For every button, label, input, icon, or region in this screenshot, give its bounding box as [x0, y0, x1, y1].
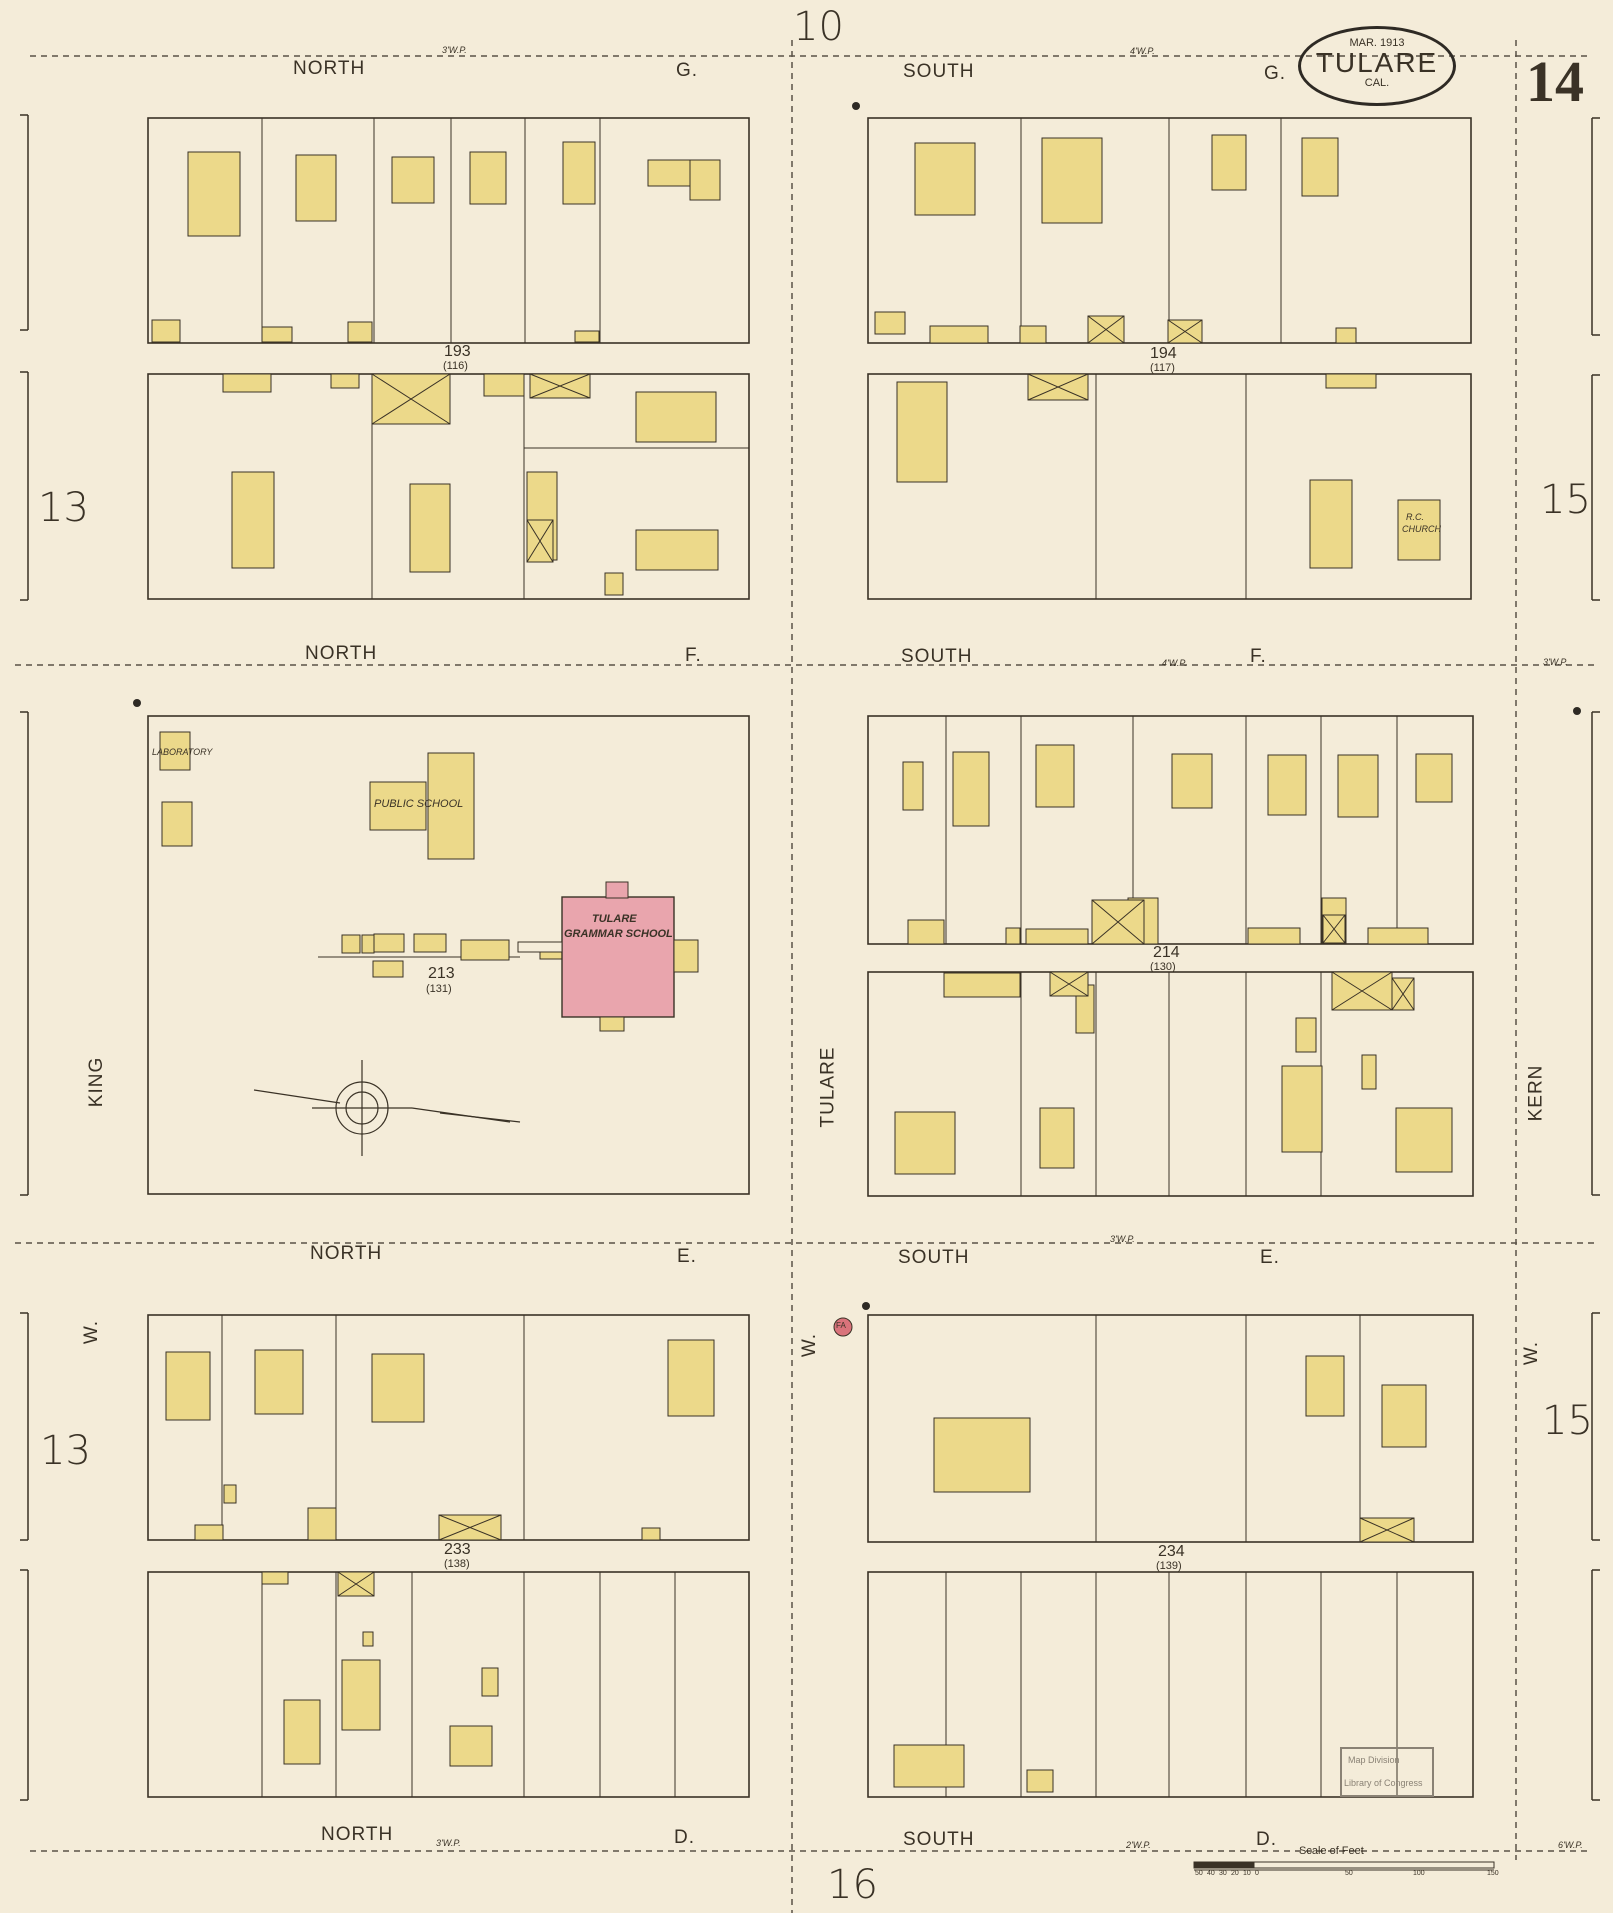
pipe-width-kern-south: 6'W.P.: [1558, 1840, 1583, 1850]
pipe-width-g-west: 3'W.P.: [442, 45, 467, 55]
block-234-old-number: (139): [1156, 1560, 1182, 1572]
street-south-e: SOUTH: [898, 1247, 970, 1268]
block-194-number: 194: [1150, 345, 1177, 362]
scale-title: Scale of Feet: [1299, 1845, 1364, 1857]
street-king: KING: [86, 1056, 108, 1108]
grammar-school-label-1: TULARE: [592, 913, 637, 925]
street-north-d: NORTH: [321, 1824, 394, 1845]
scale-tick-0: 0: [1255, 1870, 1259, 1877]
scale-tick-30: 30: [1219, 1870, 1227, 1877]
street-south-f: SOUTH: [901, 646, 973, 667]
street-tulare: TULARE: [817, 1046, 839, 1128]
pipe-width-f-kern: 3'W.P.: [1543, 657, 1568, 667]
library-stamp: [1340, 1747, 1434, 1797]
pipe-width-d-west: 3'W.P.: [436, 1838, 461, 1848]
block-214-old-number: (130): [1150, 961, 1176, 973]
block-213-number: 213: [428, 965, 455, 982]
adjoining-sheet-top: 10: [793, 4, 844, 50]
title-cartouche: MAR. 1913 TULARE CAL.: [1298, 26, 1456, 106]
block-234-number: 234: [1158, 1543, 1185, 1560]
adjoining-sheet-right-2: 15: [1542, 1398, 1593, 1444]
street-d-west: D.: [674, 1827, 695, 1848]
street-g-east: G.: [1264, 63, 1287, 84]
block-233-south: [147, 1571, 750, 1798]
street-f-east: F.: [1250, 646, 1267, 667]
block-194-south: [867, 373, 1472, 600]
block-234-south: [867, 1571, 1474, 1798]
scale-tick-40: 40: [1207, 1870, 1215, 1877]
sheet-city: TULARE: [1315, 47, 1439, 78]
block-194-old-number: (117): [1150, 362, 1175, 374]
street-w-mid: W.: [799, 1332, 821, 1358]
block-214-north: [867, 715, 1474, 945]
street-w-right: W.: [1521, 1340, 1543, 1366]
pipe-width-f-east: 4'W.P.: [1162, 658, 1187, 668]
street-kern: KERN: [1525, 1064, 1547, 1122]
rc-church-label-2: CHURCH: [1402, 524, 1441, 534]
adjoining-sheet-left-2: 13: [40, 1428, 91, 1474]
stamp-line-1: Map Division: [1348, 1755, 1400, 1765]
block-193-number: 193: [444, 343, 471, 360]
street-g-west: G.: [676, 60, 699, 81]
block-233-old-number: (138): [444, 1558, 470, 1570]
sheet-number: 14: [1526, 49, 1584, 114]
sheet-state: CAL.: [1364, 77, 1390, 89]
street-north-e: NORTH: [310, 1243, 383, 1264]
scale-tick-10: 10: [1243, 1870, 1251, 1877]
public-school-label: PUBLIC SCHOOL: [374, 798, 464, 810]
block-213: [147, 715, 750, 1195]
block-233-number: 233: [444, 1541, 471, 1558]
adjoining-sheet-left-1: 13: [38, 485, 89, 531]
block-214-south: [867, 971, 1474, 1197]
pipe-width-e-east: 3'W.P.: [1110, 1234, 1135, 1244]
scale-bar: [1193, 1861, 1495, 1871]
laboratory-label: LABORATORY: [152, 747, 213, 757]
street-e-west: E.: [677, 1246, 697, 1267]
block-234-north: [867, 1314, 1474, 1543]
pipe-width-d-east: 2'W.P.: [1126, 1840, 1151, 1850]
grammar-school-label-2: GRAMMAR SCHOOL: [564, 928, 673, 940]
scale-tick-100: 100: [1413, 1870, 1425, 1877]
street-d-east: D.: [1256, 1829, 1277, 1850]
fire-alarm-label: FA: [836, 1321, 846, 1330]
block-193-old-number: (116): [443, 360, 468, 372]
street-south-d: SOUTH: [903, 1829, 975, 1850]
street-south-g: SOUTH: [903, 61, 975, 82]
street-north-g: NORTH: [293, 58, 366, 79]
street-w-left: W.: [81, 1319, 103, 1345]
adjoining-sheet-right-1: 15: [1540, 477, 1591, 523]
street-f-west: F.: [685, 645, 702, 666]
sheet-date: MAR. 1913: [1349, 37, 1405, 49]
rc-church-label-1: R.C.: [1406, 512, 1424, 522]
pipe-width-g-east: 4'W.P.: [1130, 46, 1155, 56]
scale-tick-50b: 50: [1345, 1870, 1353, 1877]
street-e-east: E.: [1260, 1247, 1280, 1268]
scale-tick-50a: 50: [1195, 1870, 1203, 1877]
compass-rose: [253, 1060, 521, 1156]
scale-tick-150: 150: [1487, 1870, 1499, 1877]
stamp-line-2: Library of Congress: [1344, 1778, 1423, 1788]
block-213-old-number: (131): [426, 983, 452, 995]
scale-tick-20: 20: [1231, 1870, 1239, 1877]
street-north-f: NORTH: [305, 643, 378, 664]
block-193-north: [147, 117, 750, 344]
fire-alarm-marker: [833, 1317, 853, 1337]
adjoining-sheet-bottom: 16: [827, 1862, 878, 1908]
block-214-number: 214: [1153, 944, 1180, 961]
